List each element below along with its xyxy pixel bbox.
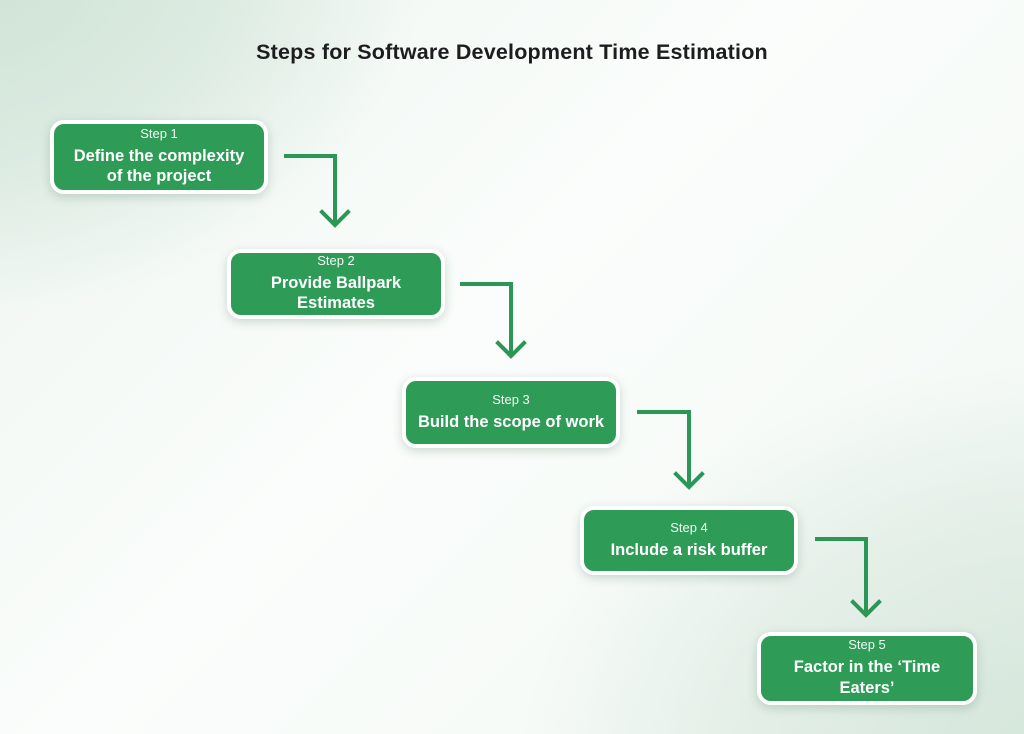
step-number-label: Step 3 xyxy=(492,391,530,407)
arrow-step4-to-step5-icon xyxy=(815,537,882,618)
step-title: Define the complexity of the project xyxy=(73,146,245,186)
step-title: Factor in the ‘Time Eaters’ xyxy=(793,658,941,697)
step-title: Build the scope of work xyxy=(417,412,605,431)
step-number-label: Step 1 xyxy=(140,125,178,141)
step-box-5: Step 5 Factor in the ‘Time Eaters’ xyxy=(757,632,977,705)
step-box-3: Step 3 Build the scope of work xyxy=(402,377,620,448)
step-box-2: Step 2 Provide Ballpark Estimates xyxy=(227,249,445,319)
diagram-title: Steps for Software Development Time Esti… xyxy=(256,40,768,64)
step-box-1: Step 1 Define the complexity of the proj… xyxy=(50,120,268,194)
step-number-label: Step 2 xyxy=(317,252,355,268)
step-number-label: Step 5 xyxy=(848,637,886,653)
step-box-4: Step 4 Include a risk buffer xyxy=(580,506,798,575)
arrow-step1-to-step2-icon xyxy=(284,154,351,228)
step-title: Provide Ballpark Estimates xyxy=(270,273,402,313)
step-title: Include a risk buffer xyxy=(610,540,768,559)
arrow-step2-to-step3-icon xyxy=(460,282,527,359)
step-number-label: Step 4 xyxy=(670,519,708,535)
arrow-step3-to-step4-icon xyxy=(637,410,705,490)
